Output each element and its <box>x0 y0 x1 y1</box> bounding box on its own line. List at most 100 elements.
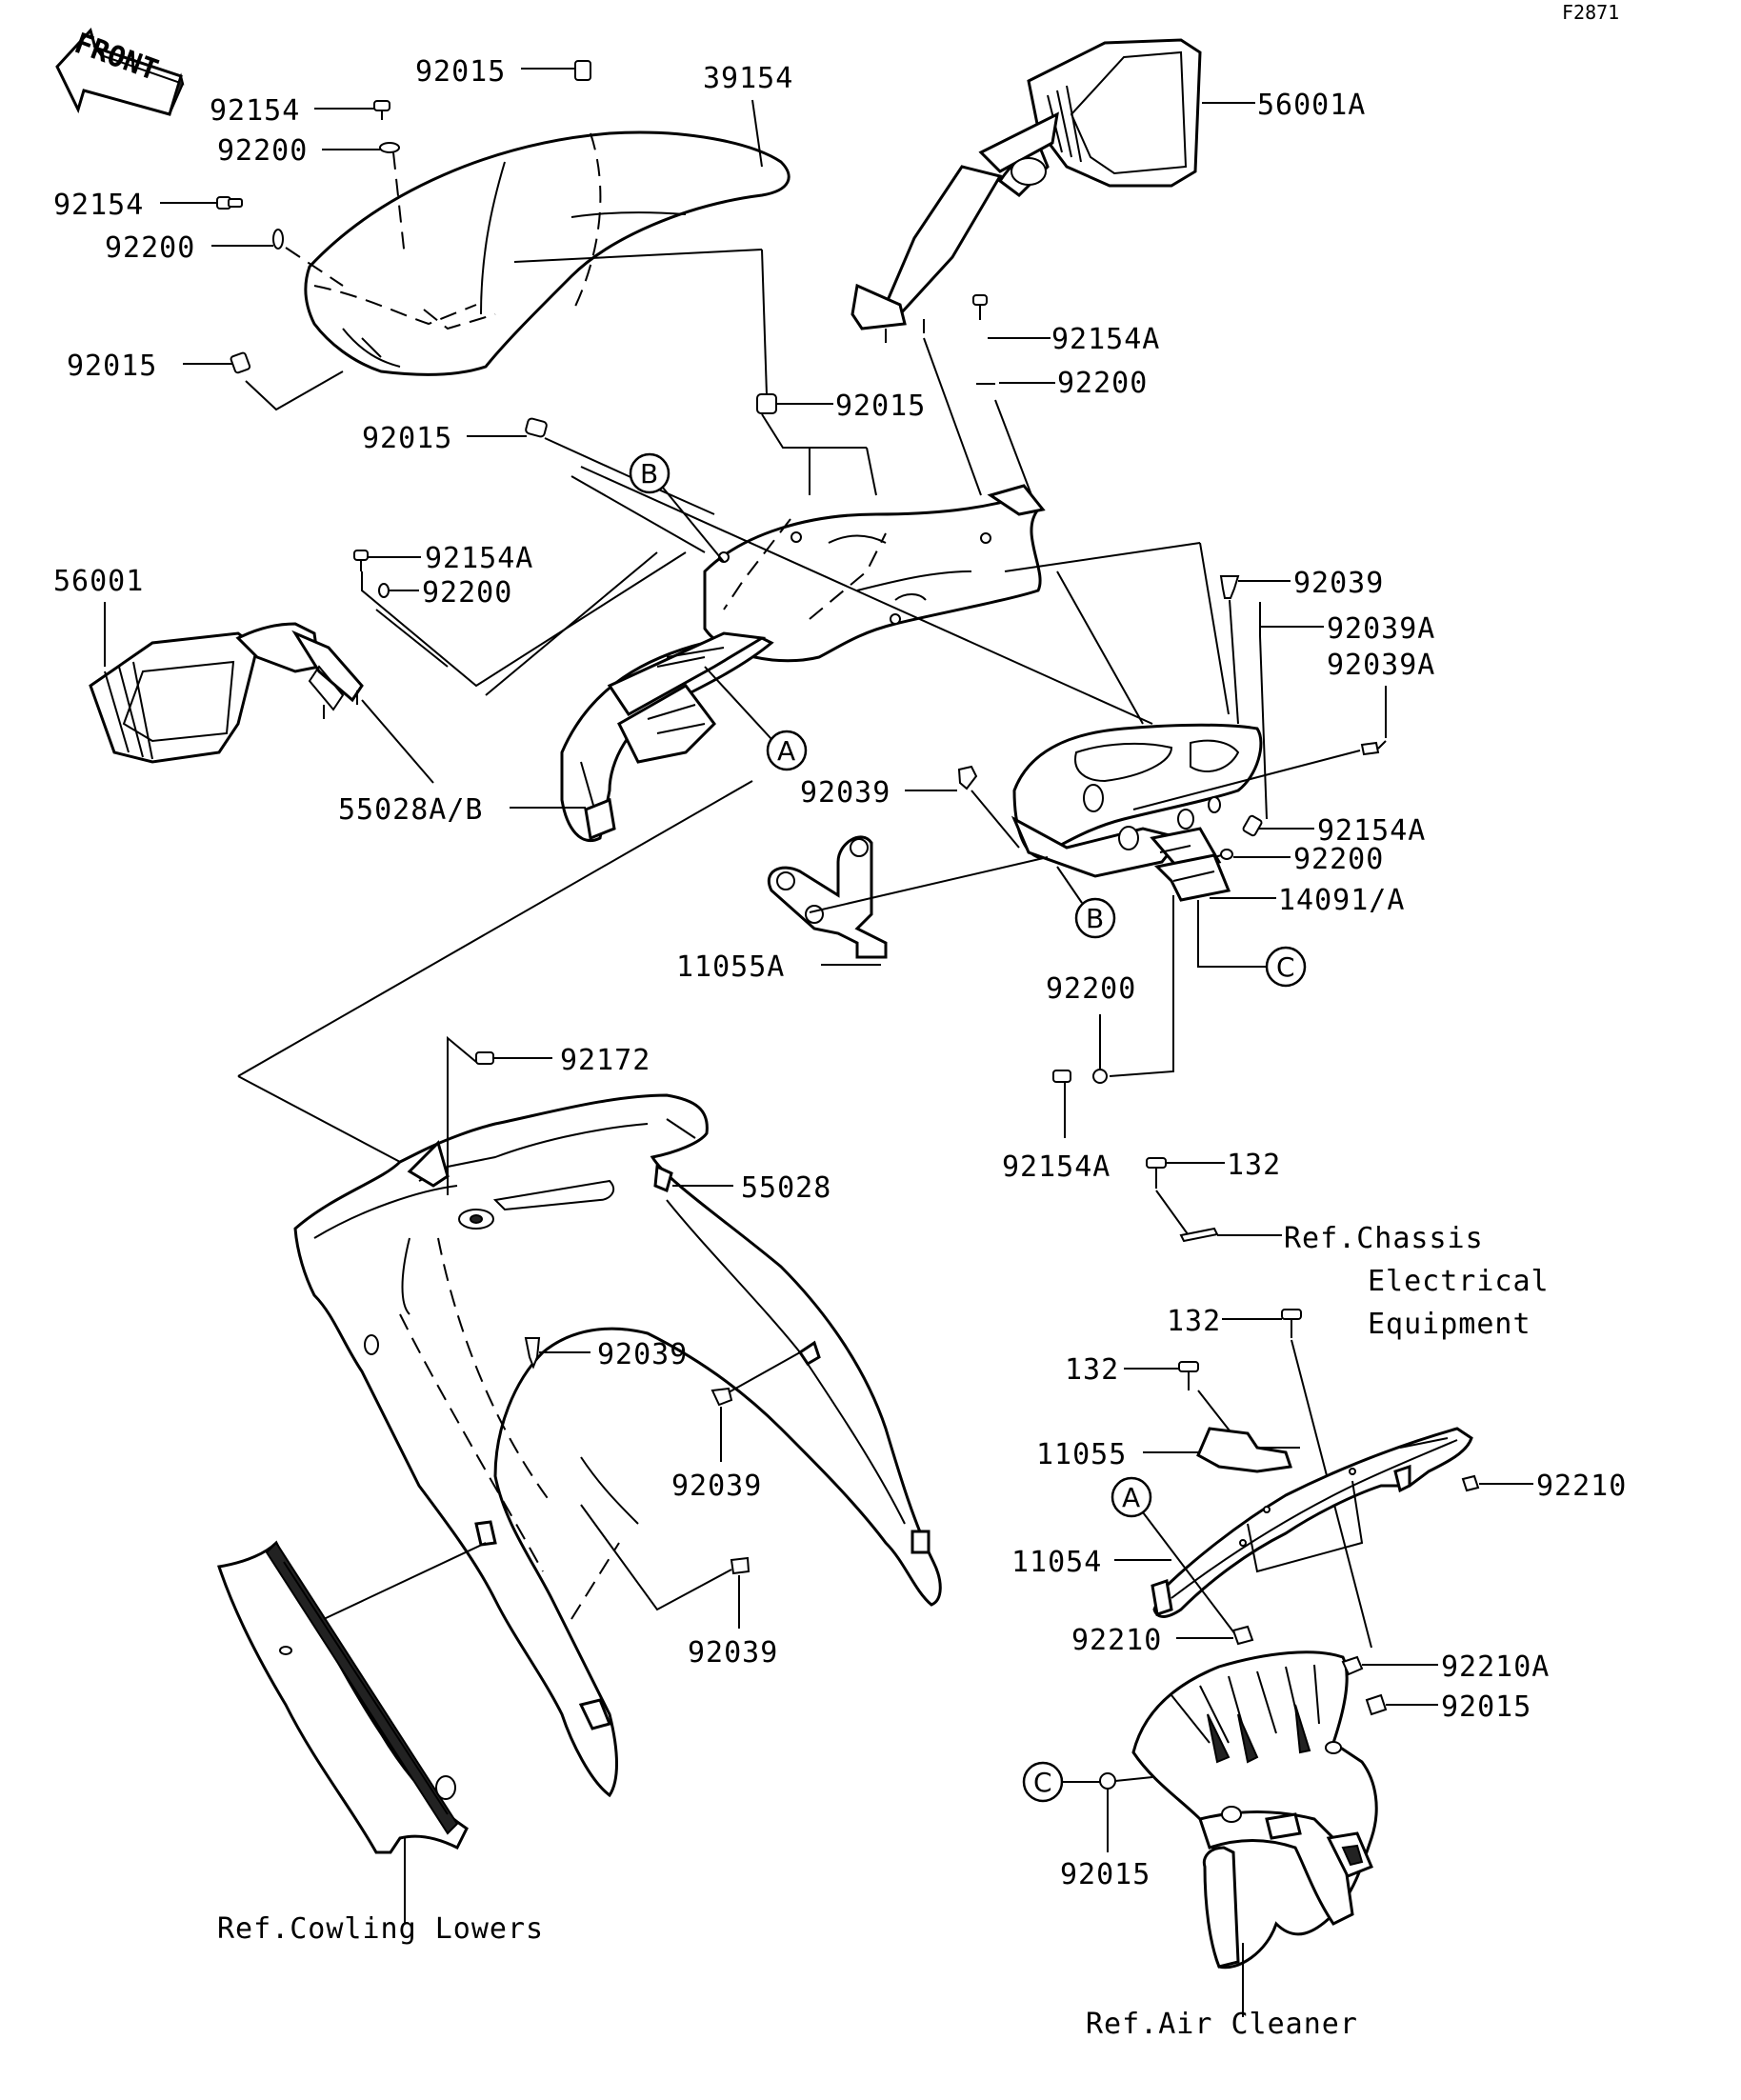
nut-92210-r <box>1461 1474 1533 1492</box>
label-55028AB: 55028A/B <box>338 793 484 827</box>
bolt-92154A-r3 <box>1052 1070 1071 1138</box>
front-arrow-icon: FRONT <box>55 27 185 116</box>
washer-92200-a <box>322 142 406 258</box>
clip-92039-low2 <box>710 1351 801 1462</box>
bolt-92015-left <box>183 351 344 411</box>
callout-B-top: B <box>629 452 725 563</box>
svg-text:B: B <box>1086 903 1104 934</box>
callout-C-low: C <box>1022 1761 1100 1803</box>
label-92200-r1: 92200 <box>1057 367 1148 400</box>
label-132-c: 132 <box>1065 1353 1119 1387</box>
svg-text:C: C <box>1033 1767 1052 1798</box>
callout-B-bot: B <box>1056 866 1116 939</box>
label-92015-mid: 92015 <box>362 422 452 455</box>
bracket-11055 <box>1143 1427 1292 1473</box>
damper-92015-low <box>1099 1772 1153 1852</box>
label-39154: 39154 <box>703 62 793 95</box>
bolt-92154A-l <box>353 550 421 571</box>
label-92172: 92172 <box>560 1044 650 1077</box>
label-92039A-2: 92039A <box>1327 649 1435 682</box>
leader-11054-2 <box>1399 1437 1449 1449</box>
label-ref-chassis-1: Ref.Chassis <box>1284 1222 1484 1255</box>
bolt-92039-mid <box>905 765 1020 849</box>
rivet-92039A-2 <box>1132 740 1387 810</box>
label-92154A-l: 92154A <box>425 542 533 575</box>
label-92210-l: 92210 <box>1071 1624 1162 1657</box>
bolt-92154A-r2 <box>1242 814 1314 837</box>
label-92039-mid: 92039 <box>800 776 891 810</box>
washer-92200-l <box>378 583 419 598</box>
label-92154-a: 92154 <box>210 94 300 128</box>
washer-92200-b <box>211 229 344 287</box>
leader-lower-cowl-2 <box>237 1075 401 1163</box>
leader-inner-4 <box>1004 542 1201 572</box>
label-92200-a: 92200 <box>217 134 308 168</box>
label-132-a: 132 <box>1227 1149 1281 1182</box>
bolt-92154A-r1 <box>972 294 1051 339</box>
air-cleaner-housing <box>1131 1650 1378 2017</box>
mirror-56001A <box>850 38 1255 343</box>
label-92039A-1: 92039A <box>1327 612 1435 646</box>
ref-chassis-part <box>1179 1227 1282 1243</box>
leader-lower-cowl <box>237 780 753 1077</box>
clip-92039-low1 <box>524 1337 590 1370</box>
bolt-132-c <box>1124 1361 1199 1390</box>
mount-line-mirror <box>923 337 982 496</box>
label-92154-b: 92154 <box>53 189 144 222</box>
label-92200-r3: 92200 <box>1046 972 1136 1006</box>
leader-39154 <box>751 99 763 168</box>
leader-inner-8 <box>570 475 706 553</box>
figure-id: F2871 <box>1562 1 1619 24</box>
bracket-11055A <box>767 835 1049 966</box>
inner-cover-center <box>703 484 1046 663</box>
svg-text:B: B <box>640 458 658 490</box>
label-55028: 55028 <box>741 1171 831 1205</box>
label-92154A-r2: 92154A <box>1317 814 1426 848</box>
label-ref-chassis-2: Electrical <box>1368 1265 1550 1298</box>
bolt-132-a <box>1146 1157 1225 1239</box>
label-92039-low3: 92039 <box>688 1636 778 1670</box>
label-92210A: 92210A <box>1441 1650 1550 1684</box>
nut-92210-l <box>1176 1625 1254 1646</box>
ref-cowling-lowers-panel <box>217 1540 487 1924</box>
leader-windshield-92015-2 <box>761 249 768 396</box>
label-92015-low-r: 92015 <box>1441 1690 1531 1724</box>
leader-mirror-left <box>361 551 687 688</box>
rivet-92039A-1 <box>1259 602 1324 820</box>
inner-cover-55028AB <box>510 631 774 842</box>
mount-line-washer <box>994 399 1034 501</box>
label-92200-r2: 92200 <box>1293 843 1384 876</box>
label-56001: 56001 <box>53 565 144 598</box>
label-92015-top: 92015 <box>415 55 506 89</box>
bolt-92015-mid <box>467 417 715 515</box>
svg-text:A: A <box>1122 1482 1140 1513</box>
washer-92200-r1 <box>976 382 1055 385</box>
label-92154A-r3: 92154A <box>1002 1150 1111 1184</box>
leader-mirror-mount <box>361 699 434 784</box>
grommet-92210A <box>1341 1655 1438 1676</box>
svg-text:C: C <box>1276 951 1295 983</box>
callout-A-top: A <box>704 666 808 771</box>
leader-windshield-92015 <box>513 249 763 263</box>
bolt-92154-b <box>160 196 243 210</box>
label-11054: 11054 <box>1011 1546 1102 1579</box>
label-132-b: 132 <box>1167 1305 1221 1338</box>
label-56001A: 56001A <box>1257 89 1366 122</box>
label-92039-low2: 92039 <box>671 1470 762 1503</box>
leader-inner-5 <box>1199 542 1230 715</box>
label-14091A: 14091/A <box>1278 884 1405 917</box>
windshield-39154 <box>304 130 790 376</box>
leader-centerline <box>580 466 1153 725</box>
clip-92039-r <box>1219 575 1291 725</box>
washer-92200-r3 <box>1092 895 1174 1084</box>
leader-inner-6 <box>1056 570 1144 725</box>
callout-A-low: A <box>1111 1476 1239 1639</box>
leader-washer-left <box>375 609 449 668</box>
label-92154A-r1: 92154A <box>1051 323 1160 356</box>
label-92039-r: 92039 <box>1293 567 1384 600</box>
label-92015-center: 92015 <box>835 390 926 423</box>
label-11055A: 11055A <box>676 950 785 984</box>
label-ref-air-cleaner: Ref.Air Cleaner <box>1086 2008 1358 2041</box>
bolt-92015-top <box>521 60 591 81</box>
